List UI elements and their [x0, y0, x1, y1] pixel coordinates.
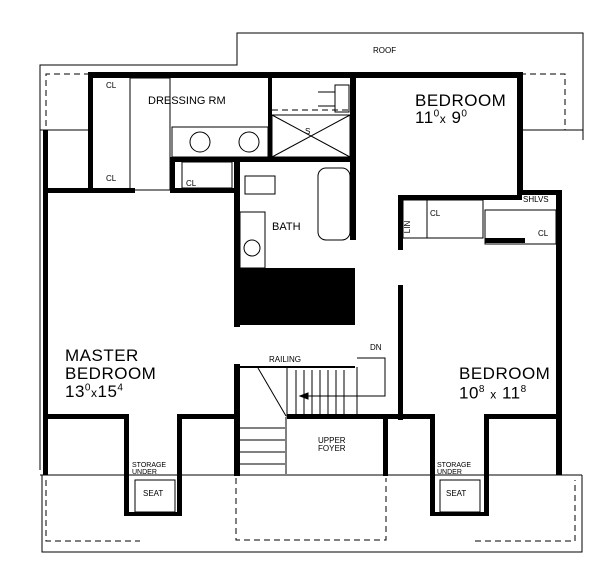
- room-name: BEDROOM: [415, 91, 507, 110]
- railing-label: RAILING: [269, 355, 302, 364]
- linen-closet: [402, 199, 484, 239]
- bedroom-1-label: BEDROOM 110x 90: [415, 92, 506, 126]
- bath-vanity: [239, 211, 266, 269]
- sink-icon: [189, 131, 211, 153]
- closet-label: CL: [430, 209, 441, 218]
- closet-label: CL: [106, 81, 117, 90]
- bedroom-2-label: BEDROOM 108 x 118: [459, 364, 551, 403]
- roof-outline-bottom: [41, 475, 583, 553]
- dressing-room-label: DRESSING RM: [148, 95, 226, 107]
- closet-label: CL: [186, 179, 197, 188]
- vanity: [171, 126, 269, 158]
- toilet-bath: [244, 175, 276, 195]
- shower: [271, 114, 351, 158]
- master-bedroom-label: MASTER BEDROOM 130x154: [65, 346, 157, 401]
- roof-label: ROOF: [373, 46, 397, 55]
- closet-label: CL: [538, 229, 549, 238]
- bathtub: [317, 167, 351, 241]
- bath-label: BATH: [272, 221, 301, 233]
- dashed-overhangs: [45, 73, 576, 542]
- roof-outline: [39, 32, 584, 470]
- seat-label: SEAT: [143, 489, 164, 498]
- walls: [43, 72, 562, 516]
- room-dimensions: 108 x 118: [459, 383, 527, 403]
- room-dimensions: 130x154: [65, 381, 124, 401]
- linen-label: LIN: [403, 220, 413, 234]
- closet-label: CL: [106, 174, 117, 183]
- stair-treads: [240, 367, 345, 474]
- closet-dressing: [181, 161, 233, 189]
- shower-label: S: [305, 127, 311, 136]
- sink-icon: [243, 239, 261, 257]
- fixtures: [129, 77, 557, 513]
- seat-right: [439, 479, 481, 513]
- toilet: [334, 84, 350, 113]
- down-label: DN: [370, 343, 382, 352]
- seat-left: [134, 479, 176, 513]
- room-dimensions: 110x 90: [415, 108, 468, 127]
- seat-label: SEAT: [446, 489, 467, 498]
- down-arrow: [306, 357, 386, 397]
- closet-left: [129, 77, 171, 191]
- shelves-label: SHLVS: [523, 195, 549, 204]
- sink-icon: [238, 131, 260, 153]
- closet-right: [484, 209, 557, 245]
